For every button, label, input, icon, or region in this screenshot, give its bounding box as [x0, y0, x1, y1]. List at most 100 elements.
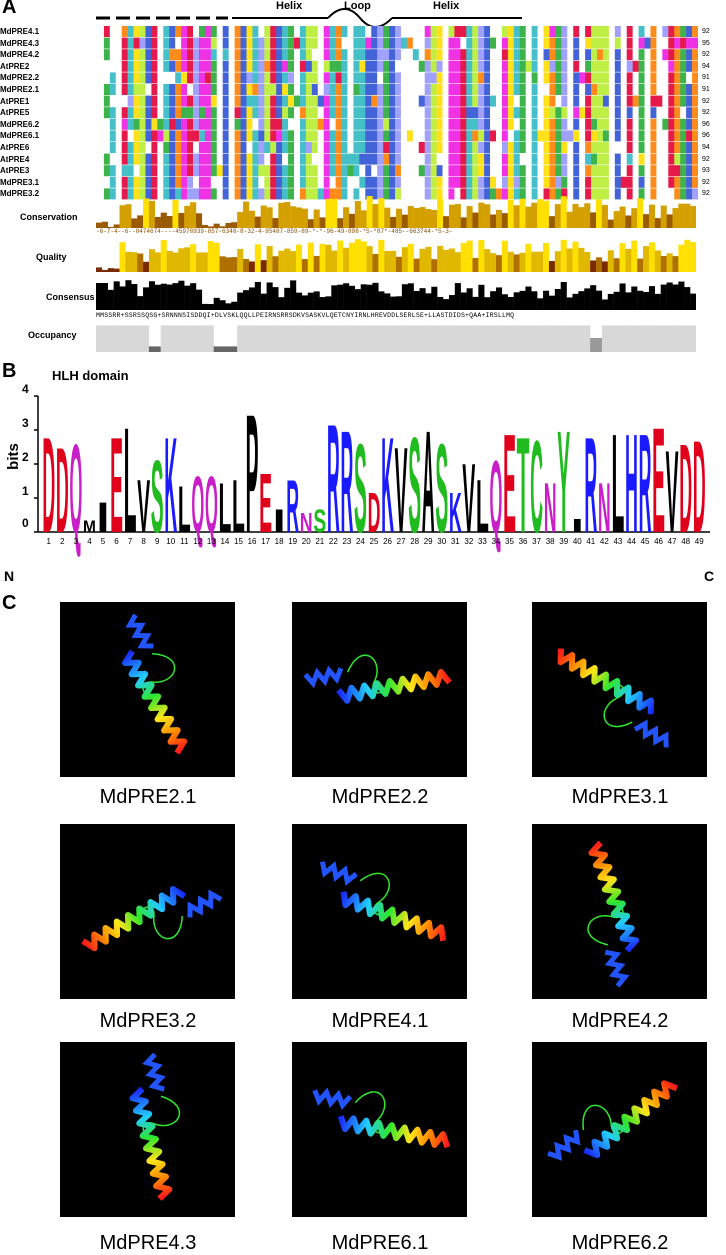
consensus-sequence: MMSSRR+SSRSSQSG+SRNNNSISDDQI+DLVSKLQQLLP…: [96, 312, 515, 319]
track-bar: [672, 284, 679, 310]
alignment-cell: [347, 84, 354, 95]
alignment-cell: [412, 84, 420, 95]
alignment-cell: [252, 153, 259, 165]
alignment-cell: [222, 130, 229, 142]
alignment-cell: [448, 26, 455, 37]
track-bar: [196, 213, 203, 228]
alignment-cell: [151, 49, 158, 61]
track-bar: [166, 325, 173, 352]
alignment-cell: [674, 49, 681, 61]
track-bar: [207, 325, 214, 352]
alignment-cell: [151, 72, 158, 84]
alignment-cell: [460, 165, 467, 177]
sequence-name: AtPRE1: [0, 96, 30, 106]
track-bar: [396, 256, 403, 272]
alignment-cell: [157, 72, 164, 84]
track-bar: [196, 252, 203, 272]
alignment-cell: [650, 130, 657, 142]
alignment-cell: [198, 72, 206, 84]
alignment-cell: [519, 72, 526, 84]
alignment-cell: [543, 118, 550, 130]
alignment-cell: [109, 176, 117, 188]
alignment-cell: [127, 37, 134, 49]
alignment-cell: [133, 95, 140, 107]
alignment-cell: [371, 118, 378, 130]
alignment-cell: [448, 60, 455, 72]
alignment-cell: [181, 130, 188, 142]
alignment-cell: [513, 142, 521, 153]
loop-label: Loop: [344, 0, 371, 12]
alignment-cell: [198, 130, 206, 142]
alignment-cell: [662, 26, 669, 37]
alignment-cell: [597, 107, 604, 119]
alignment-cell: [579, 84, 586, 95]
track-bar: [319, 297, 326, 310]
track-bar: [413, 207, 420, 228]
alignment-cell: [323, 130, 330, 142]
alignment-cell: [329, 107, 336, 119]
logo-letter: R: [340, 400, 353, 563]
alignment-cell: [597, 95, 604, 107]
alignment-cell: [341, 130, 348, 142]
helix-illustration: [122, 613, 188, 755]
alignment-cell: [228, 176, 235, 188]
alignment-cell: [567, 72, 574, 84]
alignment-cell: [597, 130, 604, 142]
panel-b-letter: B: [2, 360, 17, 382]
track-bar: [413, 325, 420, 352]
alignment-cell: [430, 60, 437, 72]
alignment-cell: [674, 72, 681, 84]
alignment-cell: [430, 107, 437, 119]
alignment-cell: [359, 37, 366, 49]
alignment-cell: [276, 142, 283, 153]
track-bar: [360, 325, 367, 352]
alignment-cell: [371, 130, 378, 142]
alignment-cell: [222, 107, 229, 119]
track-bar: [519, 290, 526, 310]
alignment-cell: [632, 84, 639, 95]
alignment-cell: [531, 72, 538, 84]
alignment-cell: [311, 37, 319, 49]
logo-letter: E: [503, 405, 516, 562]
track-bar: [260, 260, 267, 272]
alignment-cell: [341, 188, 348, 200]
alignment-cell: [395, 49, 402, 61]
alignment-cell: [258, 165, 265, 177]
alignment-cell: [418, 37, 425, 49]
alignment-cell: [448, 142, 455, 153]
alignment-cell: [299, 49, 307, 61]
alignment-cell: [626, 130, 633, 142]
alignment-cell: [490, 188, 497, 200]
track-bar: [660, 255, 667, 272]
sequence-length: 94: [702, 62, 710, 70]
alignment-cell: [507, 165, 515, 177]
alignment-cell: [329, 130, 336, 142]
alignment-cell: [198, 118, 206, 130]
alignment-cell: [127, 107, 134, 119]
alignment-cell: [127, 142, 134, 153]
alignment-cell: [531, 176, 538, 188]
track-bar: [519, 325, 526, 352]
track-bar: [631, 208, 638, 228]
alignment-cell: [282, 84, 289, 95]
alignment-cell: [371, 26, 378, 37]
alignment-cell: [288, 60, 295, 72]
alignment-cell: [121, 165, 128, 177]
alignment-cell: [662, 95, 669, 107]
alignment-cell: [234, 26, 241, 37]
alignment-cell: [620, 176, 627, 188]
alignment-cell: [519, 153, 526, 165]
alignment-cell: [519, 165, 526, 177]
alignment-cell: [169, 188, 176, 200]
track-bar: [331, 198, 338, 228]
alignment-cell: [288, 95, 295, 107]
alignment-cell: [187, 107, 194, 119]
alignment-cell: [264, 37, 271, 49]
alignment-cell: [525, 60, 532, 72]
alignment-cell: [448, 176, 455, 188]
track-bar: [225, 222, 232, 228]
alignment-cell: [602, 95, 610, 107]
alignment-cell: [121, 95, 128, 107]
alignment-cell: [389, 176, 396, 188]
track-bar: [119, 205, 126, 228]
